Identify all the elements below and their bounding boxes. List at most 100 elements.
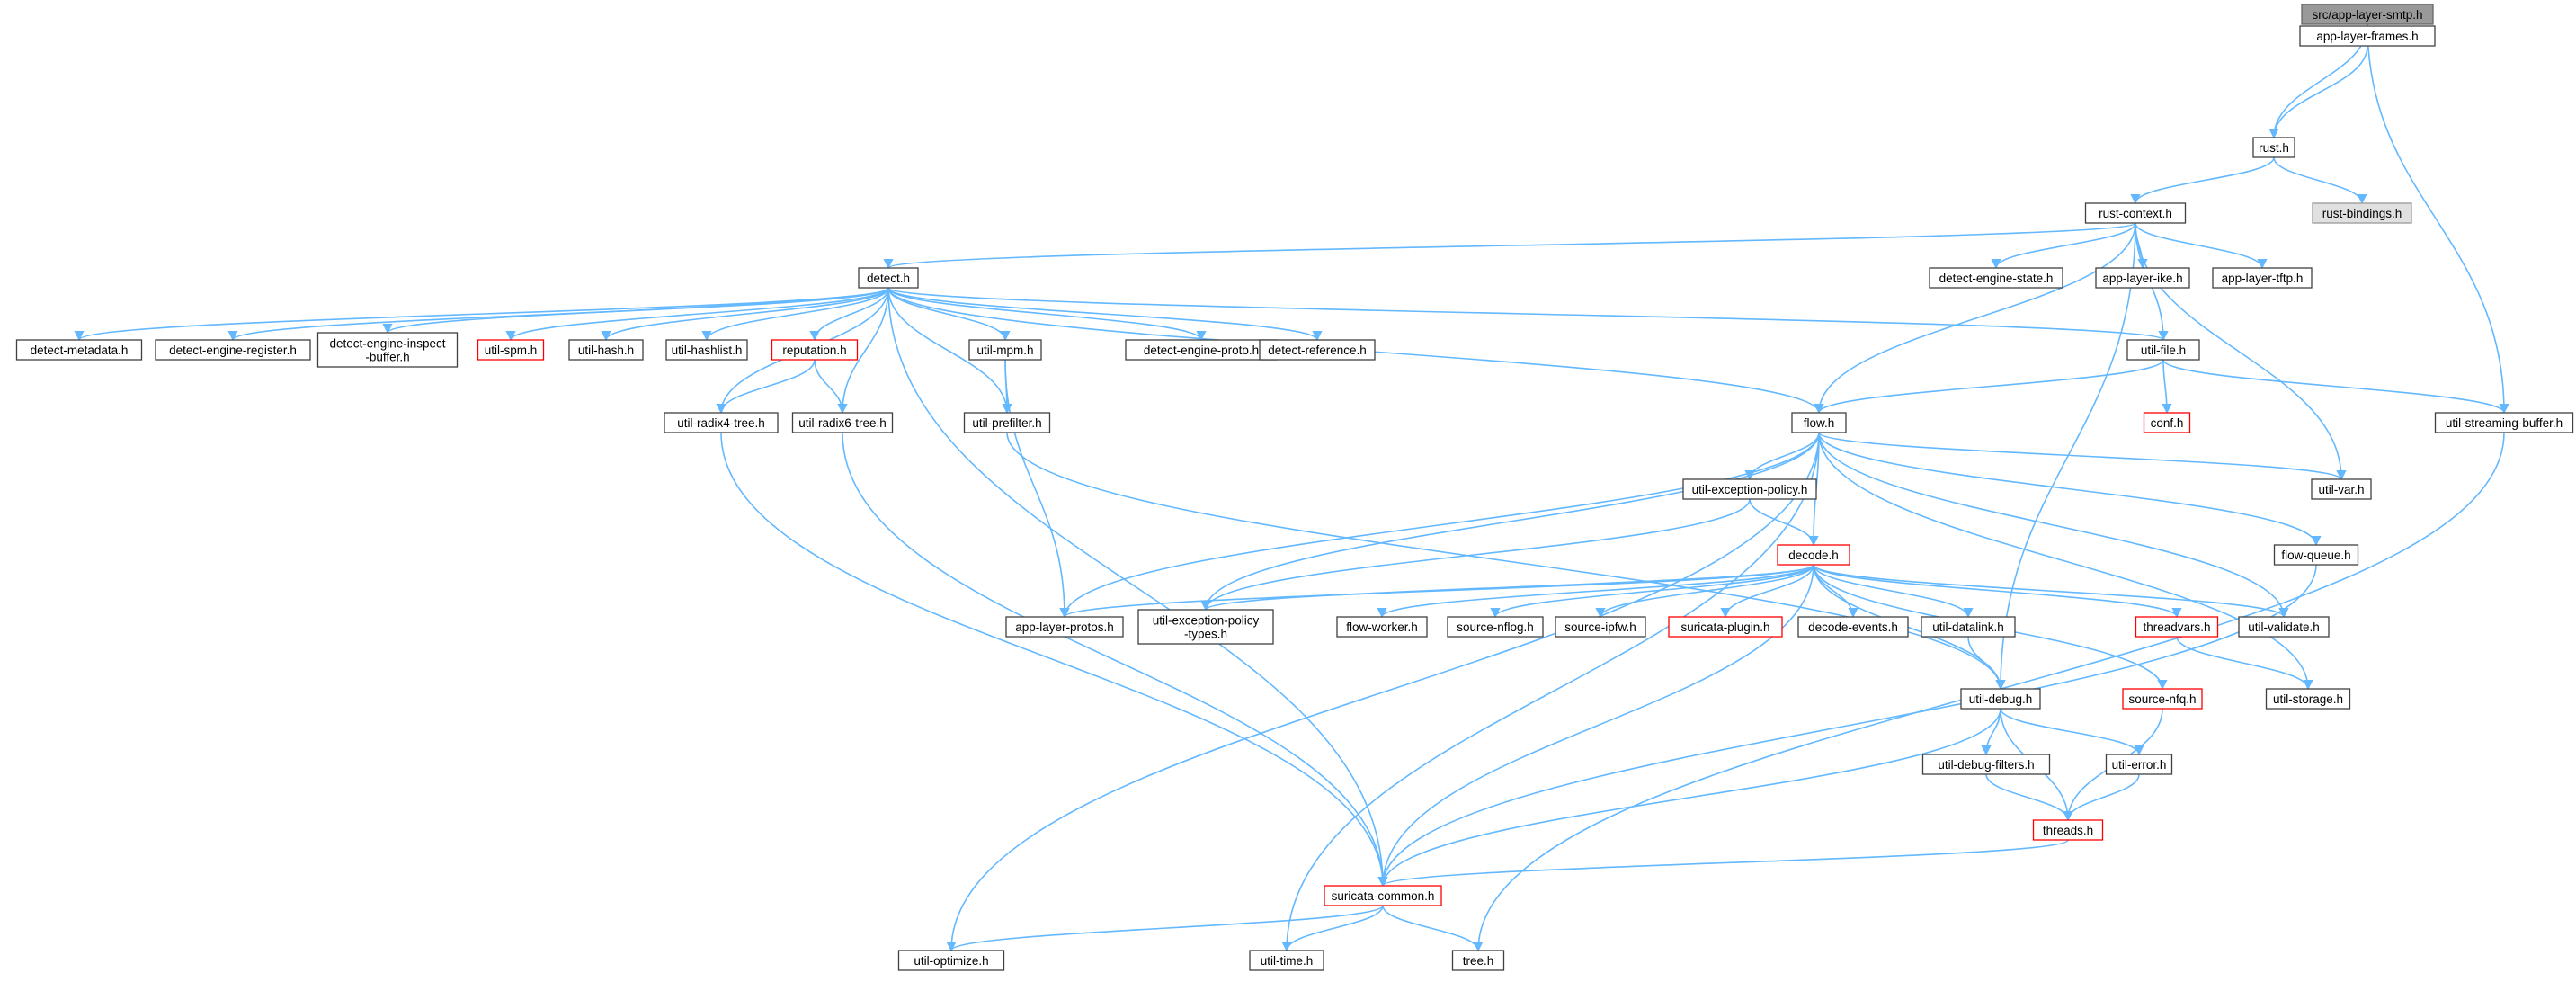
node-box-spm[interactable] <box>477 339 545 361</box>
node-box-utime[interactable] <box>1249 950 1324 971</box>
node-decode[interactable]: decode.h <box>1777 544 1850 566</box>
node-r4[interactable]: util-radix4-tree.h <box>664 412 779 433</box>
node-box-detect[interactable] <box>858 267 919 289</box>
node-box-rustctx[interactable] <box>2084 202 2187 224</box>
node-box-des[interactable] <box>1929 267 2063 289</box>
node-sipfw[interactable]: source-ipfw.h <box>1555 616 1646 638</box>
node-conf[interactable]: conf.h <box>2143 412 2191 433</box>
node-scom[interactable]: suricata-common.h <box>1324 885 1442 906</box>
node-box-uexc[interactable] <box>1682 478 1817 500</box>
node-box-smtp[interactable] <box>2301 4 2434 25</box>
node-uhashl[interactable]: util-hashlist.h <box>665 339 748 361</box>
node-dreg[interactable]: detect-engine-register.h <box>155 339 311 361</box>
node-devt[interactable]: decode-events.h <box>1797 616 1909 638</box>
node-box-alp[interactable] <box>1005 616 1124 638</box>
node-box-pref[interactable] <box>963 412 1051 433</box>
node-r6[interactable]: util-radix6-tree.h <box>791 412 894 433</box>
node-udbg[interactable]: util-debug.h <box>1960 688 2041 710</box>
node-threads[interactable]: threads.h <box>2032 819 2104 841</box>
node-box-snf[interactable] <box>1447 616 1544 638</box>
node-box-udbg[interactable] <box>1960 688 2041 710</box>
node-frames[interactable]: app-layer-frames.h <box>2299 25 2436 47</box>
node-box-dinsp[interactable] <box>316 332 459 368</box>
node-box-r4[interactable] <box>664 412 779 433</box>
node-uexct[interactable]: util-exception-policy-types.h <box>1137 609 1274 645</box>
node-utime[interactable]: util-time.h <box>1249 950 1324 971</box>
node-dmeta[interactable]: detect-metadata.h <box>15 339 143 361</box>
node-box-rep[interactable] <box>771 339 859 361</box>
node-box-conf[interactable] <box>2143 412 2191 433</box>
node-box-rust[interactable] <box>2252 137 2295 158</box>
node-box-udl[interactable] <box>1921 616 2016 638</box>
node-box-dref[interactable] <box>1259 339 1376 361</box>
node-box-sipfw[interactable] <box>1555 616 1646 638</box>
node-dref[interactable]: detect-reference.h <box>1259 339 1376 361</box>
node-box-scom[interactable] <box>1324 885 1442 906</box>
node-box-mpm[interactable] <box>968 339 1042 361</box>
node-ustor[interactable]: util-storage.h <box>2265 688 2351 710</box>
node-flow[interactable]: flow.h <box>1791 412 1847 433</box>
node-rust[interactable]: rust.h <box>2252 137 2295 158</box>
node-box-uhashl[interactable] <box>665 339 748 361</box>
node-mpm[interactable]: util-mpm.h <box>968 339 1042 361</box>
node-uvar[interactable]: util-var.h <box>2311 478 2372 500</box>
node-box-udf[interactable] <box>1921 754 2051 775</box>
node-box-rustbind[interactable] <box>2312 202 2412 224</box>
node-fq[interactable]: flow-queue.h <box>2273 544 2359 566</box>
node-usb[interactable]: util-streaming-buffer.h <box>2434 412 2574 433</box>
node-rustbind[interactable]: rust-bindings.h <box>2312 202 2412 224</box>
node-udl[interactable]: util-datalink.h <box>1921 616 2016 638</box>
node-box-uopt[interactable] <box>897 950 1005 971</box>
node-box-tftp[interactable] <box>2212 267 2313 289</box>
node-uerr[interactable]: util-error.h <box>2105 754 2173 775</box>
node-uexc[interactable]: util-exception-policy.h <box>1682 478 1817 500</box>
node-uopt[interactable]: util-optimize.h <box>897 950 1005 971</box>
node-box-uhash[interactable] <box>568 339 644 361</box>
node-box-ustor[interactable] <box>2265 688 2351 710</box>
node-box-snfq[interactable] <box>2122 688 2203 710</box>
node-box-flow[interactable] <box>1791 412 1847 433</box>
node-box-frames[interactable] <box>2299 25 2436 47</box>
node-rustctx[interactable]: rust-context.h <box>2084 202 2187 224</box>
node-box-uerr[interactable] <box>2105 754 2173 775</box>
node-tree[interactable]: tree.h <box>1451 950 1505 971</box>
edge-decode-to-snf <box>1490 564 1814 619</box>
node-box-ike[interactable] <box>2095 267 2190 289</box>
node-box-dmeta[interactable] <box>15 339 143 361</box>
node-box-ufile[interactable] <box>2126 339 2200 361</box>
node-splug[interactable]: suricata-plugin.h <box>1668 616 1783 638</box>
node-box-decode[interactable] <box>1777 544 1850 566</box>
node-box-r6[interactable] <box>791 412 894 433</box>
node-box-tv[interactable] <box>2135 616 2219 638</box>
node-uhash[interactable]: util-hash.h <box>568 339 644 361</box>
node-box-fw[interactable] <box>1336 616 1428 638</box>
node-box-dreg[interactable] <box>155 339 311 361</box>
node-udf[interactable]: util-debug-filters.h <box>1921 754 2051 775</box>
node-alp[interactable]: app-layer-protos.h <box>1005 616 1124 638</box>
node-box-usb[interactable] <box>2434 412 2574 433</box>
node-ike[interactable]: app-layer-ike.h <box>2095 267 2190 289</box>
node-des[interactable]: detect-engine-state.h <box>1929 267 2063 289</box>
node-dproto[interactable]: detect-engine-proto.h <box>1125 339 1278 361</box>
node-detect[interactable]: detect.h <box>858 267 919 289</box>
node-box-splug[interactable] <box>1668 616 1783 638</box>
node-uval[interactable]: util-validate.h <box>2238 616 2330 638</box>
node-tftp[interactable]: app-layer-tftp.h <box>2212 267 2313 289</box>
node-box-uexct[interactable] <box>1137 609 1274 645</box>
node-box-devt[interactable] <box>1797 616 1909 638</box>
node-tv[interactable]: threadvars.h <box>2135 616 2219 638</box>
node-box-uvar[interactable] <box>2311 478 2372 500</box>
node-box-threads[interactable] <box>2032 819 2104 841</box>
node-ufile[interactable]: util-file.h <box>2126 339 2200 361</box>
node-box-tree[interactable] <box>1451 950 1505 971</box>
node-fw[interactable]: flow-worker.h <box>1336 616 1428 638</box>
node-pref[interactable]: util-prefilter.h <box>963 412 1051 433</box>
node-snf[interactable]: source-nflog.h <box>1447 616 1544 638</box>
node-snfq[interactable]: source-nfq.h <box>2122 688 2203 710</box>
node-dinsp[interactable]: detect-engine-inspect-buffer.h <box>316 332 459 368</box>
node-rep[interactable]: reputation.h <box>771 339 859 361</box>
node-spm[interactable]: util-spm.h <box>477 339 545 361</box>
node-smtp[interactable]: src/app-layer-smtp.h <box>2301 4 2434 25</box>
node-box-uval[interactable] <box>2238 616 2330 638</box>
node-box-fq[interactable] <box>2273 544 2359 566</box>
